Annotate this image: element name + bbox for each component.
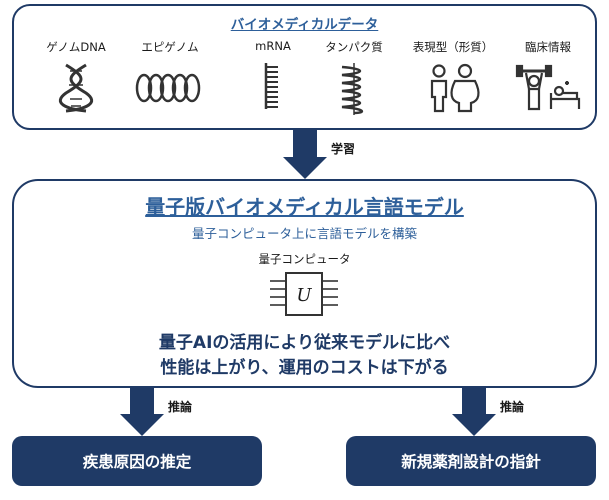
- disease-cause-estimation-box: 疾患原因の推定: [12, 436, 262, 486]
- infer-arrow-left: [120, 388, 164, 436]
- category-protein: タンパク質: [311, 39, 397, 115]
- infer-label-left: 推論: [168, 400, 193, 414]
- model-title: 量子版バイオメディカル言語モデル: [145, 195, 464, 219]
- category-genome-dna: ゲノムDNA: [33, 39, 119, 113]
- biomedical-data-title: バイオメディカルデータ: [230, 17, 379, 33]
- quantum-circuit-icon: U: [270, 272, 338, 316]
- category-label: 臨床情報: [525, 40, 571, 54]
- mrna-strand-icon: [264, 63, 278, 109]
- category-label: タンパク質: [325, 40, 383, 54]
- chromatin-coil-icon: [135, 73, 201, 103]
- category-label: mRNA: [255, 39, 291, 53]
- quantum-model-panel: 量子版バイオメディカル言語モデル 量子コンピュータ上に言語モデルを構築 量子コン…: [12, 179, 597, 388]
- category-label: ゲノムDNA: [46, 40, 106, 54]
- dna-helix-icon: [58, 63, 94, 113]
- category-clinical-info: 臨床情報: [505, 39, 591, 113]
- category-phenotype: 表現型（形質）: [410, 39, 496, 113]
- infer-label-right: 推論: [500, 400, 525, 414]
- model-subtitle: 量子コンピュータ上に言語モデルを構築: [191, 226, 417, 241]
- protein-helix-icon: [341, 63, 364, 115]
- infer-arrow-right: [452, 388, 496, 436]
- category-epigenome: エピゲノム: [127, 39, 213, 113]
- learn-label: 学習: [331, 142, 356, 156]
- category-label: エピゲノム: [141, 40, 199, 54]
- unitary-gate-symbol: U: [296, 285, 312, 306]
- body-types-icon: [430, 63, 480, 113]
- clinical-patient-icon: [515, 64, 581, 111]
- biomedical-data-panel: バイオメディカルデータ ゲノムDNA エピゲノム mRNA: [12, 4, 597, 130]
- benefit-message-line1: 量子AIの活用により従来モデルに比べ: [158, 333, 451, 353]
- category-label: 表現型（形質）: [412, 40, 494, 54]
- category-mrna: mRNA: [230, 39, 316, 111]
- quantum-computer-label: 量子コンピュータ: [258, 252, 351, 266]
- drug-design-guidance-box: 新規薬剤設計の指針: [346, 436, 596, 486]
- benefit-message-line2: 性能は上がり、運用のコストは下がる: [160, 358, 449, 378]
- learn-arrow: [283, 129, 327, 179]
